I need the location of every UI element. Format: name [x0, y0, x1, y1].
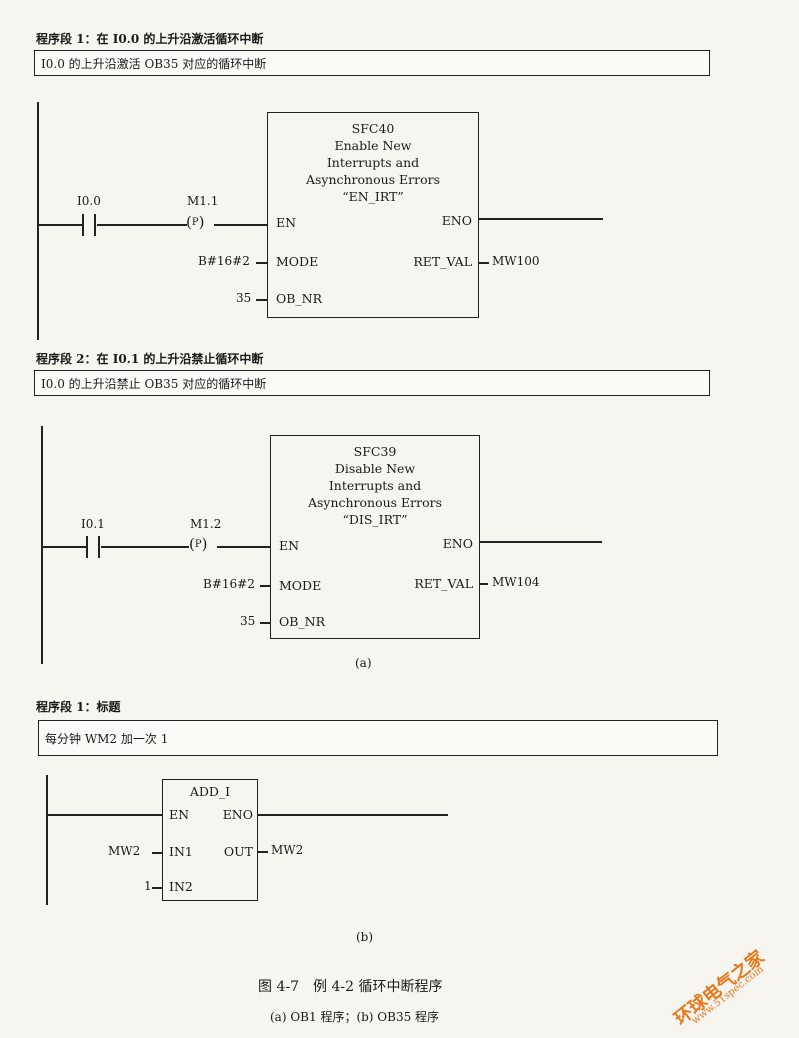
eno-wire [258, 814, 448, 816]
block-symbol: “DIS_IRT” [342, 512, 408, 527]
out-value: MW2 [271, 843, 304, 857]
edge-symbol: P [191, 217, 199, 228]
figure-subcaption: (a) OB1 程序；(b) OB35 程序 [270, 1010, 440, 1024]
pin-eno: ENO [442, 536, 473, 551]
block-desc: Asynchronous Errors [305, 172, 441, 187]
pin-in2: IN2 [169, 879, 193, 894]
ret-value: MW104 [492, 575, 540, 589]
pin-eno: ENO [441, 213, 472, 228]
network-b1-power-rail [46, 775, 48, 905]
wire [152, 852, 162, 854]
network-a1-title: 程序段 1：在 I0.0 的上升沿激活循环中断 [36, 32, 264, 46]
pin-en: EN [279, 538, 300, 553]
sfc40-block: SFC40 Enable New Interrupts and Asynchro… [267, 112, 479, 318]
pin-ob-nr: OB_NR [276, 291, 323, 306]
block-name: SFC39 [353, 444, 397, 459]
network-a2-comment: I0.0 的上升沿禁止 OB35 对应的循环中断 [34, 370, 710, 396]
wire [97, 224, 187, 226]
block-desc: Asynchronous Errors [307, 495, 443, 510]
wire [480, 583, 488, 585]
network-a1-comment-text: I0.0 的上升沿激活 OB35 对应的循环中断 [41, 56, 267, 71]
network-a2-power-rail [41, 426, 43, 664]
wire [260, 585, 270, 587]
in1-value: MW2 [108, 844, 141, 858]
wire [256, 262, 267, 264]
no-contact-i01 [86, 536, 102, 558]
pin-ret-val: RET_VAL [413, 254, 472, 269]
pin-en: EN [169, 807, 190, 822]
pin-in1: IN1 [169, 844, 193, 859]
network-b1-comment-text: 每分钟 WM2 加一次 1 [45, 731, 169, 746]
network-a1-power-rail [37, 102, 39, 340]
wire [217, 546, 271, 548]
edge-coil-p-m12: (P) [189, 535, 208, 553]
wire [260, 622, 270, 624]
wire [47, 814, 163, 816]
block-name: ADD_I [189, 784, 231, 799]
ob-value: 35 [240, 614, 256, 628]
wire [42, 546, 86, 548]
network-b1-comment: 每分钟 WM2 加一次 1 [38, 720, 718, 756]
eno-wire [479, 218, 603, 220]
no-contact-i00 [82, 214, 98, 236]
block-desc: Interrupts and [328, 478, 422, 493]
pin-mode: MODE [279, 578, 322, 593]
ob-value: 35 [236, 291, 252, 305]
wire [38, 224, 82, 226]
block-desc: Enable New [334, 138, 412, 153]
label-b: (b) [356, 930, 374, 944]
wire [479, 262, 489, 264]
pin-eno: ENO [222, 807, 253, 822]
contact-label: I0.0 [77, 194, 101, 208]
add-i-block: ADD_I EN ENO IN1 OUT IN2 [162, 779, 258, 901]
network-b1-title: 程序段 1：标题 [36, 700, 121, 714]
wire [256, 299, 267, 301]
pin-ret-val: RET_VAL [414, 576, 473, 591]
edge-symbol: P [194, 539, 202, 550]
in2-value: 1 [144, 879, 152, 893]
pin-mode: MODE [276, 254, 319, 269]
mode-value: B#16#2 [198, 254, 250, 268]
wire [152, 887, 162, 889]
eno-wire [480, 541, 602, 543]
sfc39-block: SFC39 Disable New Interrupts and Asynchr… [270, 435, 480, 639]
pin-out: OUT [223, 844, 253, 859]
contact-label: I0.1 [81, 517, 105, 531]
block-name: SFC40 [351, 121, 395, 136]
edge-label: M1.1 [187, 194, 219, 208]
network-a1-comment: I0.0 的上升沿激活 OB35 对应的循环中断 [34, 50, 710, 76]
pin-en: EN [276, 215, 297, 230]
label-a: (a) [355, 656, 372, 670]
wire [258, 851, 268, 853]
pin-ob-nr: OB_NR [279, 614, 326, 629]
block-desc: Interrupts and [326, 155, 420, 170]
network-a2-comment-text: I0.0 的上升沿禁止 OB35 对应的循环中断 [41, 376, 267, 391]
ret-value: MW100 [492, 254, 540, 268]
wire [214, 224, 268, 226]
network-a2-title: 程序段 2：在 I0.1 的上升沿禁止循环中断 [36, 352, 264, 366]
edge-coil-p-m11: (P) [186, 213, 205, 231]
edge-label: M1.2 [190, 517, 222, 531]
block-symbol: “EN_IRT” [342, 189, 404, 204]
mode-value: B#16#2 [203, 577, 255, 591]
wire [101, 546, 189, 548]
block-desc: Disable New [334, 461, 416, 476]
watermark-logo: 环球电气之家 [670, 946, 769, 1030]
figure-caption: 图 4-7 例 4-2 循环中断程序 [258, 979, 443, 995]
